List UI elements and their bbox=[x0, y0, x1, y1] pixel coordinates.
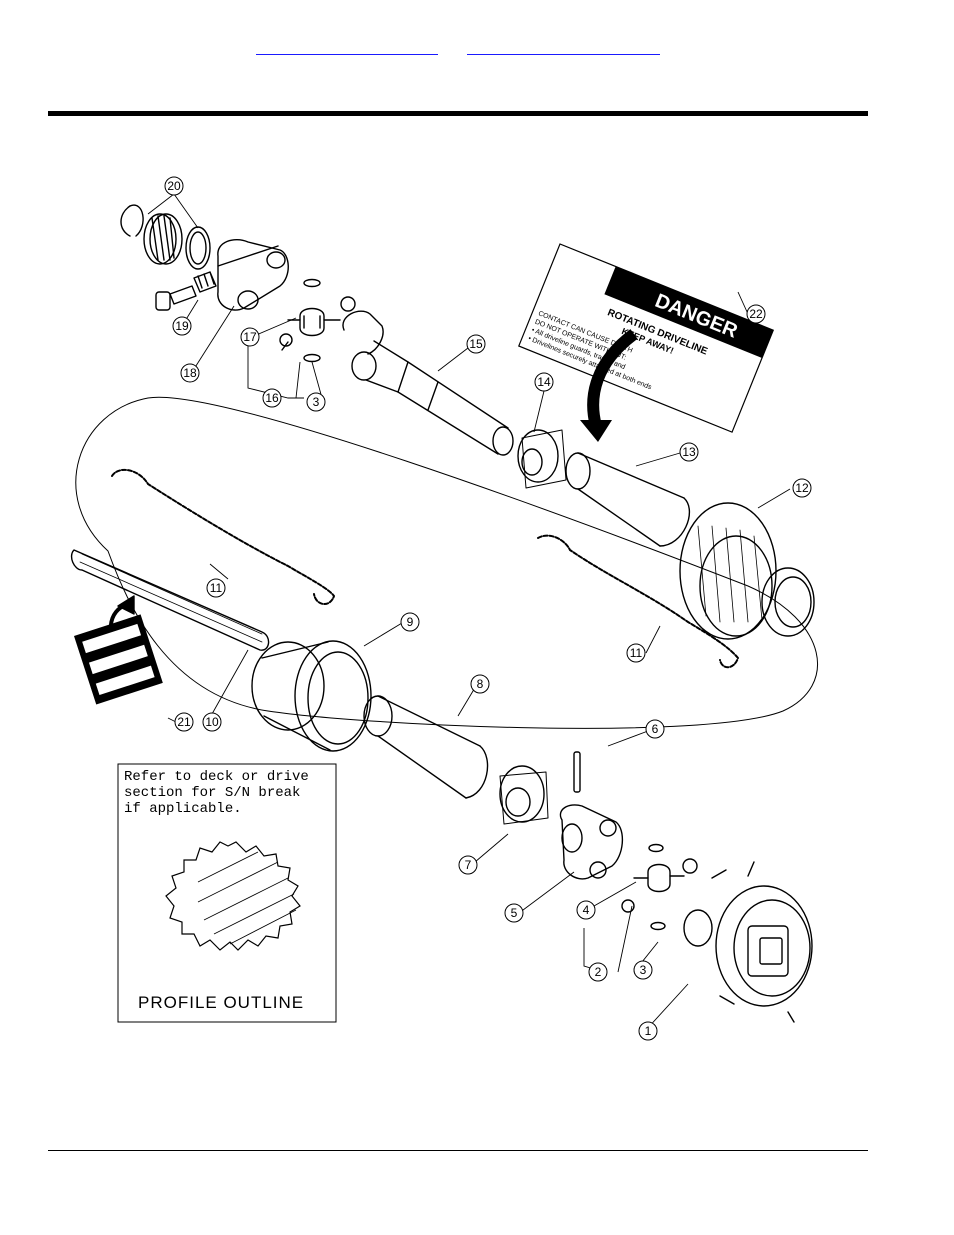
splined-inner-shaft bbox=[70, 549, 270, 651]
retaining-ring-left bbox=[120, 205, 131, 237]
header-link-2[interactable] bbox=[467, 40, 660, 55]
callout-15: 15 bbox=[466, 334, 486, 354]
callout-19: 19 bbox=[172, 316, 192, 336]
inner-shield-tube bbox=[363, 695, 489, 799]
safety-chain-upper bbox=[111, 468, 335, 605]
callout-1: 1 bbox=[638, 1021, 658, 1041]
callout-8: 8 bbox=[470, 674, 490, 694]
header-rule bbox=[48, 111, 868, 116]
inboard-yoke bbox=[559, 804, 623, 880]
svg-text:3: 3 bbox=[640, 963, 647, 977]
note-line-3: if applicable. bbox=[124, 801, 242, 817]
callout-14: 14 bbox=[534, 372, 554, 392]
bearing-collar bbox=[143, 213, 183, 265]
callout-10: 10 bbox=[202, 712, 222, 732]
svg-text:17: 17 bbox=[243, 330, 257, 344]
svg-text:14: 14 bbox=[537, 375, 551, 389]
svg-text:22: 22 bbox=[749, 307, 763, 321]
callout-12: 12 bbox=[792, 478, 812, 498]
outer-drive-tube bbox=[342, 310, 514, 456]
svg-text:12: 12 bbox=[795, 481, 809, 495]
slip-yoke bbox=[217, 238, 289, 311]
callout-5: 5 bbox=[504, 903, 524, 923]
cross-journal-bottom bbox=[621, 843, 698, 931]
roll-pin bbox=[573, 751, 581, 793]
callout-7: 7 bbox=[458, 855, 478, 875]
danger-decal: DANGER ROTATING DRIVELINE KEEP AWAY! CON… bbox=[518, 243, 775, 433]
callout-4: 4 bbox=[576, 900, 596, 920]
svg-text:2: 2 bbox=[595, 965, 602, 979]
cross-journal-top bbox=[279, 278, 356, 363]
safety-chain-lower bbox=[537, 534, 739, 669]
callout-13: 13 bbox=[679, 442, 699, 462]
callout-18: 18 bbox=[180, 363, 200, 383]
svg-text:10: 10 bbox=[205, 715, 219, 729]
svg-text:6: 6 bbox=[652, 722, 659, 736]
callout-21: 21 bbox=[174, 712, 194, 732]
svg-text:9: 9 bbox=[407, 615, 414, 629]
callout-3-lower: 3 bbox=[633, 960, 653, 980]
guard-bearing-lower bbox=[499, 765, 549, 825]
callout-11-lower: 11 bbox=[626, 643, 646, 663]
svg-text:1: 1 bbox=[645, 1024, 652, 1038]
callout-17: 17 bbox=[240, 327, 260, 347]
callout-2: 2 bbox=[588, 962, 608, 982]
svg-text:5: 5 bbox=[511, 906, 518, 920]
shield-loop-outline bbox=[75, 396, 818, 729]
svg-text:3: 3 bbox=[313, 395, 320, 409]
callout-20: 20 bbox=[164, 176, 184, 196]
svg-text:16: 16 bbox=[265, 391, 279, 405]
svg-text:11: 11 bbox=[630, 646, 643, 660]
callout-16: 16 bbox=[262, 388, 282, 408]
svg-text:19: 19 bbox=[175, 319, 189, 333]
svg-text:7: 7 bbox=[465, 858, 472, 872]
svg-text:15: 15 bbox=[469, 337, 483, 351]
svg-text:4: 4 bbox=[583, 903, 590, 917]
inner-shield-cone bbox=[251, 640, 372, 752]
outer-shield-cone bbox=[679, 502, 815, 640]
profile-outline-label: PROFILE OUTLINE bbox=[138, 993, 304, 1012]
spline-profile-outline bbox=[165, 841, 301, 951]
lock-pin-bolt bbox=[155, 271, 217, 311]
note-line-1: Refer to deck or drive bbox=[124, 769, 309, 785]
bearing-ring bbox=[185, 226, 211, 270]
svg-text:21: 21 bbox=[177, 715, 191, 729]
svg-text:8: 8 bbox=[477, 677, 484, 691]
guard-bearing-upper bbox=[517, 429, 567, 489]
footer-rule bbox=[48, 1150, 868, 1151]
callout-3-upper: 3 bbox=[306, 392, 326, 412]
decal-placement-arrow bbox=[587, 329, 638, 428]
callout-9: 9 bbox=[400, 612, 420, 632]
svg-text:13: 13 bbox=[682, 445, 696, 459]
flange-hub bbox=[683, 861, 813, 1023]
profile-note-box: Refer to deck or drive section for S/N b… bbox=[117, 763, 337, 1023]
warning-decal-small bbox=[74, 614, 163, 705]
header-link-1[interactable] bbox=[256, 40, 438, 55]
svg-text:18: 18 bbox=[183, 366, 197, 380]
svg-text:20: 20 bbox=[167, 179, 181, 193]
callout-6: 6 bbox=[645, 719, 665, 739]
callout-22: 22 bbox=[746, 304, 766, 324]
outer-shield-tube bbox=[565, 452, 690, 547]
note-line-2: section for S/N break bbox=[124, 785, 300, 801]
svg-text:11: 11 bbox=[210, 581, 223, 595]
exploded-parts-diagram: DANGER ROTATING DRIVELINE KEEP AWAY! CON… bbox=[70, 176, 818, 1041]
callout-11-upper: 11 bbox=[206, 578, 226, 598]
